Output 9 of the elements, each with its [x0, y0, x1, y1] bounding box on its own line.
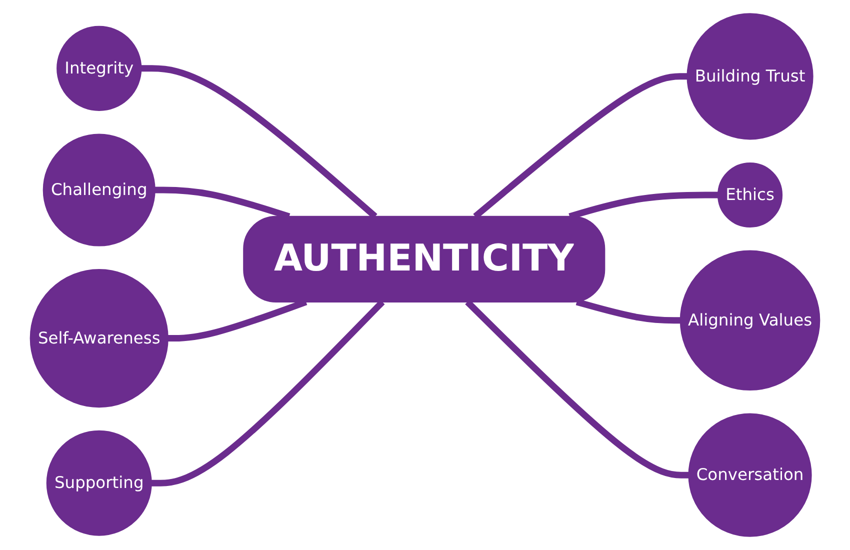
node-circle: Aligning Values	[680, 250, 820, 391]
node-circle: Self-Awareness	[30, 269, 168, 408]
node-box: AUTHENTICITY	[243, 216, 606, 302]
node-circle: Supporting	[46, 430, 152, 536]
node-circle: Ethics	[717, 162, 783, 228]
node-circle: Building Trust	[686, 13, 814, 140]
node-circle: Integrity	[56, 26, 142, 111]
node-circle: Challenging	[42, 134, 156, 246]
node-circle: Conversation	[688, 413, 812, 537]
